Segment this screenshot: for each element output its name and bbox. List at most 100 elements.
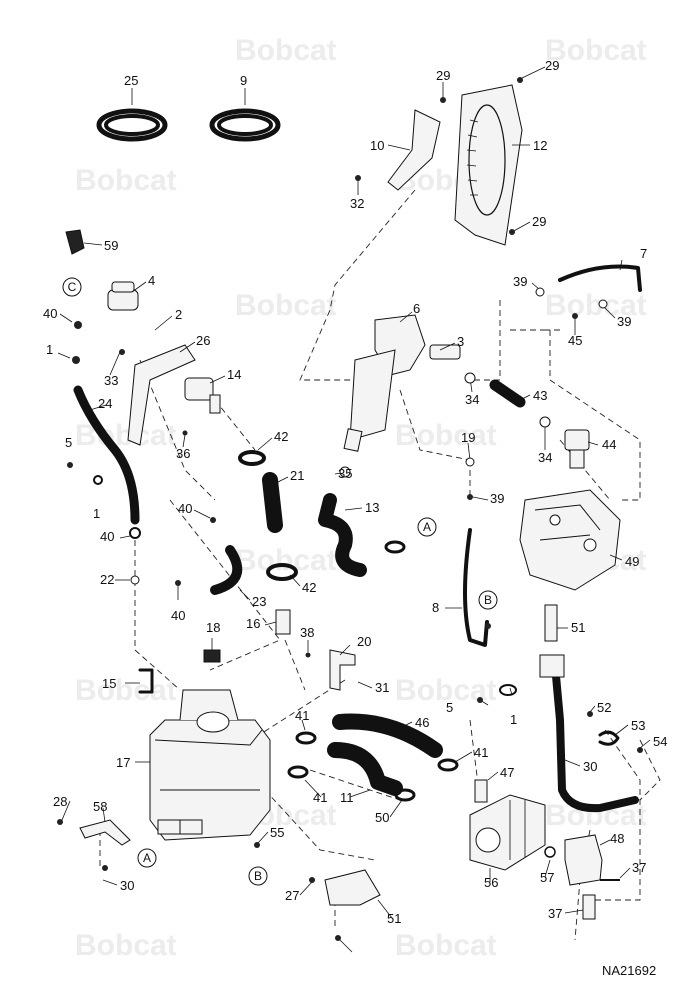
watermark: Bobcat <box>545 34 647 67</box>
callout-label: 41 <box>295 708 309 723</box>
callout-label: 29 <box>532 214 546 229</box>
watermark: Bobcat <box>75 419 177 452</box>
clip-15 <box>138 668 154 694</box>
callout-label: 12 <box>533 138 547 153</box>
bracket-26 <box>127 344 196 446</box>
callout-label: 55 <box>270 825 284 840</box>
dashed-line <box>639 739 661 801</box>
callout-label: 1 <box>93 506 100 521</box>
callout-label: 48 <box>610 831 624 846</box>
reference-marker: C <box>68 280 77 294</box>
callout-label: 43 <box>533 388 547 403</box>
clamp-41 <box>287 765 309 779</box>
hose-43 <box>489 379 526 408</box>
watermark: Bobcat <box>235 289 337 322</box>
hose-21 <box>262 472 283 533</box>
cap-18 <box>203 649 221 663</box>
reference-marker: A <box>423 520 431 534</box>
bracket-28 <box>79 819 131 846</box>
callout-label: 17 <box>116 755 130 770</box>
callout-label: 1 <box>510 712 517 727</box>
hose-coil-9 <box>209 108 281 142</box>
clamp-41 <box>384 540 406 554</box>
callout-label: 3 <box>457 334 464 349</box>
callout-label: 23 <box>252 594 266 609</box>
watermark: Bobcat <box>545 289 647 322</box>
watermark: Bobcat <box>235 34 337 67</box>
callout-label: 46 <box>415 715 429 730</box>
bracket-20 <box>329 649 356 691</box>
o-ring-56 <box>544 846 556 858</box>
callout-label: 57 <box>540 870 554 885</box>
callout-label: 53 <box>631 718 645 733</box>
callout-labels: 25 9 29 29 10 12 32 29 59 4 2 6 3 7 39 3… <box>43 58 667 926</box>
filler-cap-4 <box>107 281 139 311</box>
callout-label: 51 <box>387 911 401 926</box>
callout-label: 34 <box>538 450 552 465</box>
callout-label: 39 <box>617 314 631 329</box>
hose-8 <box>463 528 489 647</box>
reference-marker: B <box>484 593 492 607</box>
callout-label: 28 <box>53 794 67 809</box>
fasteners <box>57 77 643 941</box>
callout-label: 32 <box>350 196 364 211</box>
callout-label: 42 <box>274 429 288 444</box>
watermark: Bobcat <box>75 164 177 197</box>
callout-label: 54 <box>653 734 667 749</box>
callout-label: 41 <box>474 745 488 760</box>
callout-label: 44 <box>602 437 616 452</box>
callout-label: 29 <box>436 68 450 83</box>
callout-label: 10 <box>370 138 384 153</box>
callout-label: 5 <box>65 435 72 450</box>
clamp-41 <box>394 788 416 802</box>
drawing-code: NA21692 <box>602 963 656 978</box>
callout-label: 29 <box>545 58 559 73</box>
hose-23 <box>210 545 243 595</box>
callout-label: 41 <box>313 790 327 805</box>
callout-label: 27 <box>285 888 299 903</box>
callout-label: 37 <box>548 906 562 921</box>
callout-label: 30 <box>583 759 597 774</box>
callout-label: 50 <box>375 810 389 825</box>
hose-24 <box>73 385 140 525</box>
callout-label: 14 <box>227 367 241 382</box>
clamp-53 <box>598 730 620 746</box>
clamp-41 <box>295 731 317 745</box>
callout-label: 59 <box>104 238 118 253</box>
callout-label: 47 <box>500 765 514 780</box>
callout-label: 38 <box>300 625 314 640</box>
hose-7 <box>558 264 642 292</box>
watermark: Bobcat <box>235 544 337 577</box>
assembly-lines <box>99 189 661 941</box>
strainer-16 <box>275 609 291 635</box>
dashed-line <box>264 789 376 861</box>
callout-label: 19 <box>461 430 475 445</box>
cap-59 <box>65 229 85 255</box>
bracket-27 <box>324 869 381 906</box>
callout-label: 26 <box>196 333 210 348</box>
dashed-line <box>510 329 641 501</box>
watermark: Bobcat <box>75 674 177 707</box>
callout-label: 40 <box>43 306 57 321</box>
callout-label: 9 <box>240 73 247 88</box>
callout-label: 39 <box>513 274 527 289</box>
reference-marker: B <box>254 869 262 883</box>
callout-label: 22 <box>100 572 114 587</box>
callout-label: 21 <box>290 468 304 483</box>
callout-label: 45 <box>568 333 582 348</box>
callout-label: 58 <box>93 799 107 814</box>
callout-label: 16 <box>246 616 260 631</box>
leader-lines <box>57 66 651 953</box>
callout-label: 52 <box>597 700 611 715</box>
fitting-51-lower <box>582 894 596 920</box>
callout-label: 34 <box>465 392 479 407</box>
callout-label: 40 <box>178 501 192 516</box>
clamp-41 <box>437 758 459 772</box>
callout-label: 35 <box>338 466 352 481</box>
callout-label: 39 <box>490 491 504 506</box>
hose-coil-25 <box>96 108 168 142</box>
dashed-line <box>134 540 181 691</box>
callout-label: 4 <box>148 273 155 288</box>
dashed-line <box>284 639 306 691</box>
